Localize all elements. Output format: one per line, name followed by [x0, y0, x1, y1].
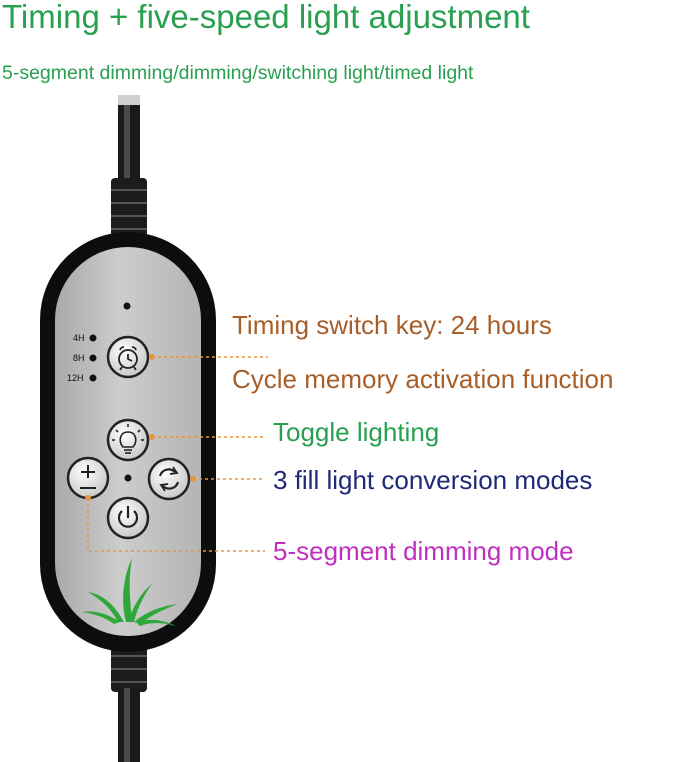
cable-bottom	[118, 688, 140, 762]
callout-cycle-memory: Cycle memory activation function	[232, 364, 614, 394]
page-subtitle: 5-segment dimming/dimming/switching ligh…	[2, 62, 474, 84]
cable-top	[118, 95, 140, 190]
strain-relief-top	[111, 178, 147, 240]
callout-dimming-mode: 5-segment dimming mode	[273, 536, 574, 566]
plus-minus-icon	[80, 465, 96, 489]
leader-lines	[87, 356, 268, 552]
leader-dots	[85, 354, 196, 501]
timer-label-8h: 8H	[73, 353, 85, 363]
power-icon	[117, 506, 139, 528]
power-button[interactable]	[106, 496, 150, 540]
callout-timing-key: Timing switch key: 24 hours	[232, 310, 552, 340]
callout-fill-light-modes: 3 fill light conversion modes	[273, 465, 593, 495]
status-indicator-dot	[123, 302, 131, 310]
mode-cycle-button[interactable]	[147, 457, 191, 501]
leaf-logo	[82, 558, 178, 626]
alarm-clock-icon	[118, 346, 138, 371]
cycle-arrows-icon	[158, 466, 180, 492]
timer-label-4h: 4H	[73, 333, 85, 343]
dimming-button[interactable]	[66, 456, 110, 500]
page-title: Timing + five-speed light adjustment	[2, 0, 530, 35]
timing-button[interactable]	[106, 335, 150, 379]
leader-dimming	[87, 498, 265, 552]
timer-label-12h: 12H	[67, 373, 84, 383]
center-dot	[124, 474, 132, 482]
light-bulb-icon	[112, 424, 144, 454]
toggle-lighting-button[interactable]	[106, 418, 150, 462]
timer-indicators	[89, 334, 97, 382]
timer-labels: 4H 8H 12H	[67, 333, 85, 383]
timer-led-12h	[89, 374, 97, 382]
timer-led-8h	[89, 354, 97, 362]
callout-toggle-lighting: Toggle lighting	[273, 417, 440, 447]
timer-led-4h	[89, 334, 97, 342]
